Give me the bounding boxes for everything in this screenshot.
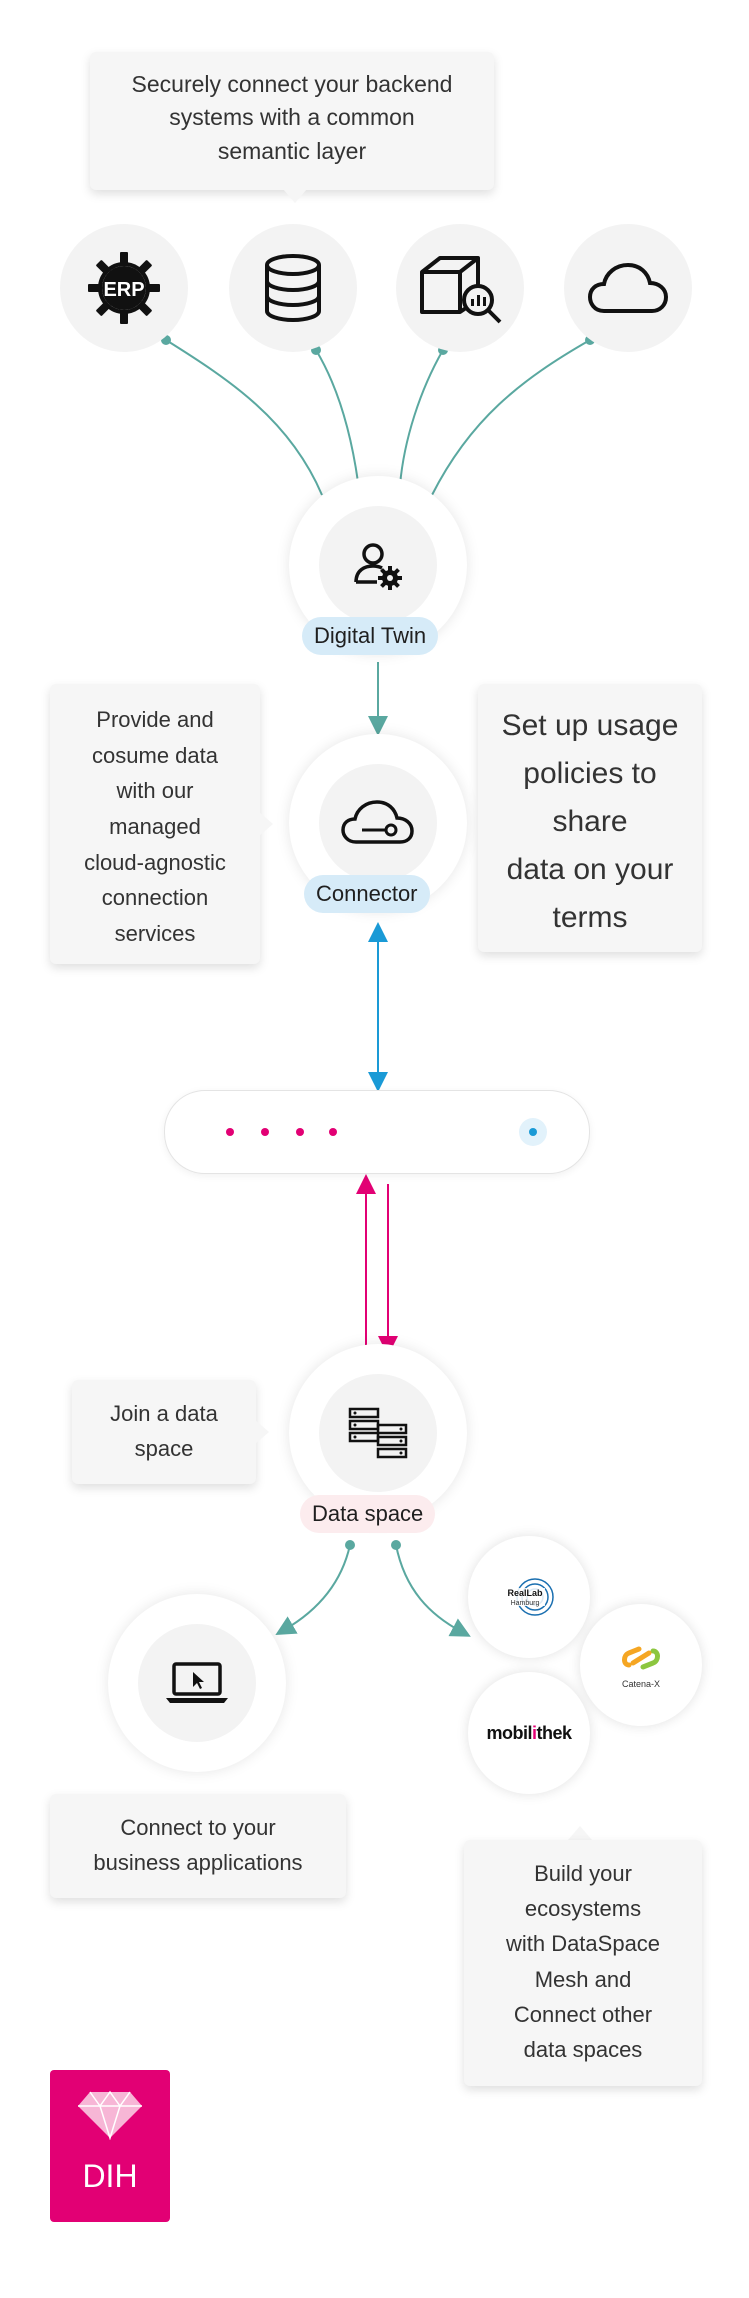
cloud-key-icon: [341, 800, 414, 844]
callout-tail: [255, 1420, 269, 1444]
diamond-icon: [78, 2090, 142, 2140]
catena-x-mark: [622, 1646, 660, 1670]
backend-callout: Securely connect your backend systems wi…: [90, 52, 494, 190]
connection-services-callout: Provide and cosume data with our managed…: [50, 684, 260, 964]
network-dot: [261, 1128, 269, 1136]
erp-system[interactable]: ERP: [60, 224, 188, 352]
database-system[interactable]: [229, 224, 357, 352]
callout-tail: [283, 189, 307, 203]
callout-tail: [259, 812, 273, 836]
business-apps-callout: Connect to your business applications: [50, 1794, 346, 1898]
network-dot: [329, 1128, 337, 1136]
erp-gear-icon: ERP: [88, 252, 160, 324]
svg-text:RealLab: RealLab: [507, 1588, 543, 1598]
catena-x-text: Catena-X: [621, 1679, 661, 1689]
server-exchange-icon: [348, 1407, 408, 1459]
cloud-system[interactable]: [564, 224, 692, 352]
network-bar: [164, 1090, 590, 1174]
cloud-icon: [587, 262, 669, 313]
dih-logo[interactable]: DIH: [50, 2070, 170, 2222]
business-apps-node[interactable]: [108, 1594, 286, 1772]
join-data-space-callout: Join a data space: [72, 1380, 256, 1484]
reallab-mark: RealLab Hamburg: [505, 1578, 554, 1616]
backend-curves: [165, 339, 591, 496]
laptop-cursor-icon: [166, 1662, 228, 1703]
network-dot: [226, 1128, 234, 1136]
digital-twin-label: Digital Twin: [302, 617, 439, 655]
box-search-system[interactable]: [396, 224, 524, 352]
mobilithek-text: mobilithek: [486, 1722, 572, 1743]
network-dot: [296, 1128, 304, 1136]
mobilithek-logo[interactable]: mobilithek: [468, 1672, 590, 1794]
blue-dot-center: [529, 1128, 537, 1136]
catena-x-logo[interactable]: Catena-X: [580, 1604, 702, 1726]
box-search-icon: [420, 256, 502, 324]
database-icon: [265, 254, 321, 323]
usage-policies-callout: Set up usage policies to share data on y…: [478, 684, 702, 952]
svg-text:Hamburg: Hamburg: [511, 1600, 540, 1607]
connector-label: Connector: [304, 875, 430, 913]
reallab-logo[interactable]: RealLab Hamburg: [468, 1536, 590, 1658]
data-space-label: Data space: [300, 1495, 436, 1533]
dih-label: DIH: [82, 2158, 138, 2194]
callout-tail: [568, 1826, 592, 1840]
ecosystems-callout: Build your ecosystems with DataSpace Mes…: [464, 1840, 702, 2086]
data-space-node[interactable]: [289, 1344, 467, 1522]
user-gear-icon: [354, 543, 402, 590]
svg-text:ERP: ERP: [103, 279, 144, 301]
